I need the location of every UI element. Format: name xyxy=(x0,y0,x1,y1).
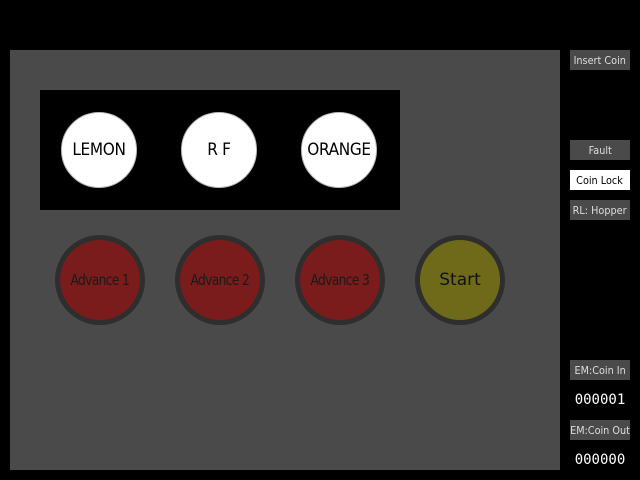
advance-3-label: Advance 3 xyxy=(310,271,370,289)
insert-coin-label: Insert Coin xyxy=(573,53,627,67)
fault-indicator: Fault xyxy=(570,140,630,160)
coin-in-meter-label: EM:Coin In xyxy=(570,360,630,380)
advance-1-label: Advance 1 xyxy=(70,271,130,289)
coin-out-counter: 000000 xyxy=(574,452,626,468)
coin-out-label: EM:Coin Out xyxy=(570,423,630,437)
insert-coin-indicator[interactable]: Insert Coin xyxy=(570,50,630,70)
reel-1: LEMON xyxy=(61,112,137,188)
hopper-relay-indicator: RL: Hopper xyxy=(570,200,630,220)
advance-2-label: Advance 2 xyxy=(190,271,250,289)
hopper-relay-label: RL: Hopper xyxy=(573,203,627,217)
coin-in-label: EM:Coin In xyxy=(574,363,626,377)
coin-lock-indicator: Coin Lock xyxy=(570,170,630,190)
fault-label: Fault xyxy=(588,143,612,157)
advance-2-button[interactable]: Advance 2 xyxy=(175,235,265,325)
reel-2: R F xyxy=(181,112,257,188)
reel-3: ORANGE xyxy=(301,112,377,188)
start-button[interactable]: Start xyxy=(415,235,505,325)
coin-lock-label: Coin Lock xyxy=(576,173,624,187)
advance-3-button[interactable]: Advance 3 xyxy=(295,235,385,325)
start-label: Start xyxy=(439,270,481,290)
coin-in-counter: 000001 xyxy=(574,392,626,408)
coin-out-meter-label: EM:Coin Out xyxy=(570,420,630,440)
advance-1-button[interactable]: Advance 1 xyxy=(55,235,145,325)
